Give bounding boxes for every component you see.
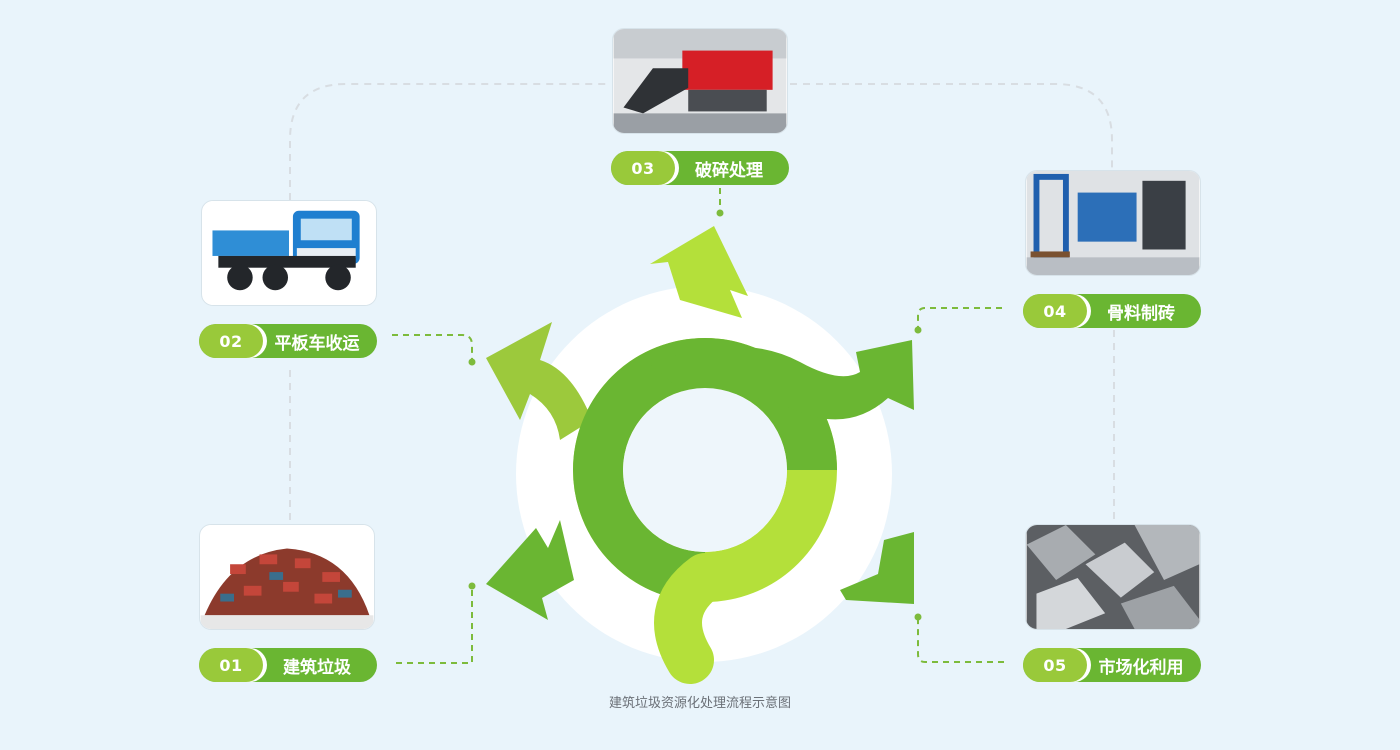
cycle-center (623, 388, 787, 552)
cycle-arrows (486, 226, 914, 620)
arrow-lower-left (486, 520, 574, 620)
step-03-label: 03 破碎处理 (611, 151, 789, 185)
step-04-number: 04 (1023, 294, 1087, 328)
step-01-label: 01 建筑垃圾 (199, 648, 377, 682)
rubble-photo (199, 524, 375, 630)
outer-connector-lines (289, 83, 1115, 520)
truck-photo (201, 200, 377, 306)
step-04-text: 骨料制砖 (1107, 303, 1175, 324)
brick-press-machine-icon (1026, 171, 1200, 275)
cycle-tail (654, 553, 729, 684)
step-02-label: 02 平板车收运 (199, 324, 377, 358)
arrow-lower-right (840, 532, 914, 604)
leader-dots (468, 209, 922, 621)
step-05-number: 05 (1023, 648, 1087, 682)
step-01-text: 建筑垃圾 (283, 657, 351, 678)
dump-truck-icon (202, 201, 376, 305)
step-03-number: 03 (611, 151, 675, 185)
callout-leaders (392, 188, 1004, 664)
diagram-caption: 建筑垃圾资源化处理流程示意图 (608, 696, 791, 711)
step-02-text: 平板车收运 (274, 333, 360, 354)
step-04-label: 04 骨料制砖 (1023, 294, 1201, 328)
crusher-photo (612, 28, 788, 134)
cycle-head (650, 340, 914, 420)
crusher-machine-icon (613, 29, 787, 133)
step-02-number: 02 (199, 324, 263, 358)
brick-rubble-icon (200, 525, 374, 629)
brick-press-photo (1025, 170, 1201, 276)
arrow-up (650, 226, 748, 318)
arrow-upper-left (486, 322, 592, 440)
step-05-label: 05 市场化利用 (1023, 648, 1201, 682)
step-03-text: 破碎处理 (695, 160, 763, 181)
blocks-photo (1025, 524, 1201, 630)
step-01-number: 01 (199, 648, 263, 682)
step-05-text: 市场化利用 (1098, 657, 1184, 678)
concrete-blocks-icon (1026, 525, 1200, 629)
